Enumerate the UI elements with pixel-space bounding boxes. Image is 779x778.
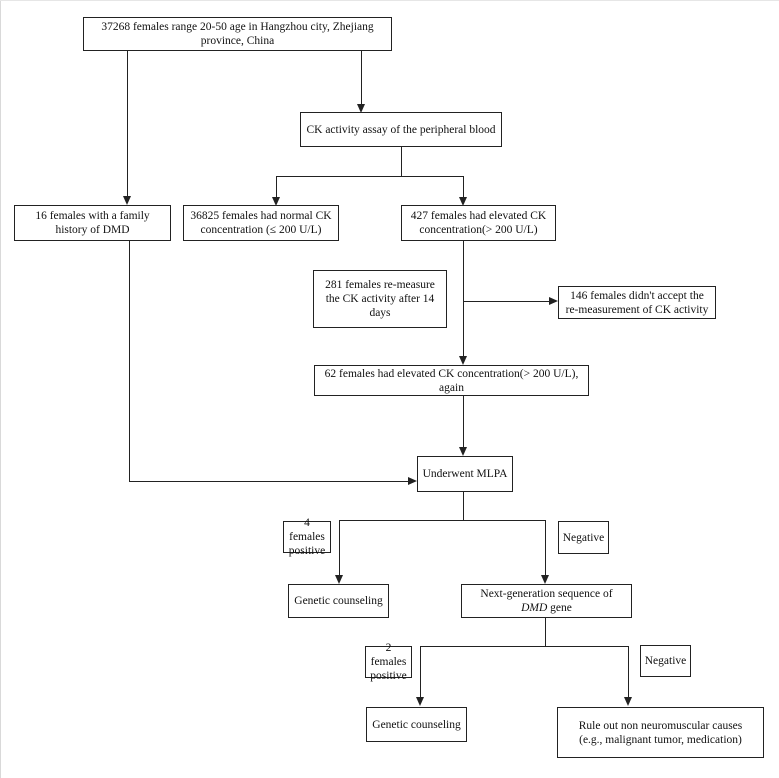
normal-ck-label: 36825 females had normal CK concentratio… [190,210,332,236]
elevated-again-box: 62 females had elevated CK concentration… [314,365,589,396]
connector-line [129,481,408,482]
mlpa-negative-label: Negative [562,531,605,544]
mlpa-positive-label: 4 females positive [288,517,326,557]
connector-line [463,240,464,358]
connector-line [545,520,546,576]
genetic-counseling-box-1: Genetic counseling [288,584,389,618]
genetic-counseling-box-2: Genetic counseling [366,707,467,742]
arrowhead [408,477,417,485]
mlpa-negative-box: Negative [558,521,609,554]
ck-assay-label: CK activity assay of the peripheral bloo… [306,123,496,136]
connector-line [463,491,464,520]
screening-population-box: 37268 females range 20-50 age in Hangzho… [83,17,392,51]
connector-line [463,396,464,447]
ngs-gene-name: DMD [521,602,548,614]
arrowhead [459,356,467,365]
connector-line [339,520,546,521]
rule-out-box: Rule out non neuromuscular causes (e.g.,… [557,707,764,758]
remeasure-box: 281 females re-measure the CK activity a… [313,270,447,328]
connector-line [420,646,629,647]
ck-assay-box: CK activity assay of the peripheral bloo… [300,112,502,147]
ngs-label-suffix: gene [547,602,572,614]
mlpa-positive-box: 4 females positive [283,517,331,557]
ngs-positive-box: 2 females positive [365,642,412,682]
connector-line [276,176,464,177]
arrowhead [123,196,131,205]
declined-label: 146 females didn't accept the re-measure… [565,289,709,316]
normal-ck-box: 36825 females had normal CK concentratio… [183,205,339,241]
arrowhead [624,697,632,706]
connector-line [463,301,549,302]
connector-line [628,646,629,698]
connector-line [545,618,546,647]
family-history-label: 16 females with a family history of DMD [35,210,150,236]
connector-line [339,520,340,576]
arrowhead [272,197,280,206]
connector-line [361,50,362,104]
arrowhead [459,447,467,456]
elevated-again-label: 62 females had elevated CK concentration… [324,367,579,394]
remeasure-label: 281 females re-measure the CK activity a… [325,279,435,319]
arrowhead [357,104,365,113]
ngs-label-prefix: Next-generation sequence of [480,588,613,600]
genetic-counseling-label-2: Genetic counseling [372,718,461,731]
screening-population-label: 37268 females range 20-50 age in Hangzho… [101,21,374,47]
ngs-box: Next-generation sequence of DMD gene [461,584,632,618]
family-history-box: 16 females with a family history of DMD [14,205,171,241]
declined-box: 146 females didn't accept the re-measure… [558,286,716,319]
connector-line [420,646,421,698]
connector-line [276,176,277,197]
arrowhead [416,697,424,706]
connector-line [129,240,130,482]
connector-line [127,50,128,196]
mlpa-box: Underwent MLPA [417,456,513,492]
arrowhead [549,297,558,305]
elevated-ck-box: 427 females had elevated CK concentratio… [401,205,556,241]
ngs-negative-label: Negative [644,655,687,667]
rule-out-label: Rule out non neuromuscular causes (e.g.,… [578,719,743,746]
connector-line [401,146,402,176]
mlpa-label: Underwent MLPA [422,468,508,480]
arrowhead [541,575,549,584]
ngs-positive-label: 2 females positive [370,642,407,682]
elevated-ck-label: 427 females had elevated CK concentratio… [410,210,547,236]
genetic-counseling-label-1: Genetic counseling [294,595,383,607]
arrowhead [335,575,343,584]
arrowhead [459,197,467,206]
ngs-negative-box: Negative [640,645,691,677]
connector-line [463,176,464,197]
ngs-label: Next-generation sequence of DMD gene [466,587,627,615]
